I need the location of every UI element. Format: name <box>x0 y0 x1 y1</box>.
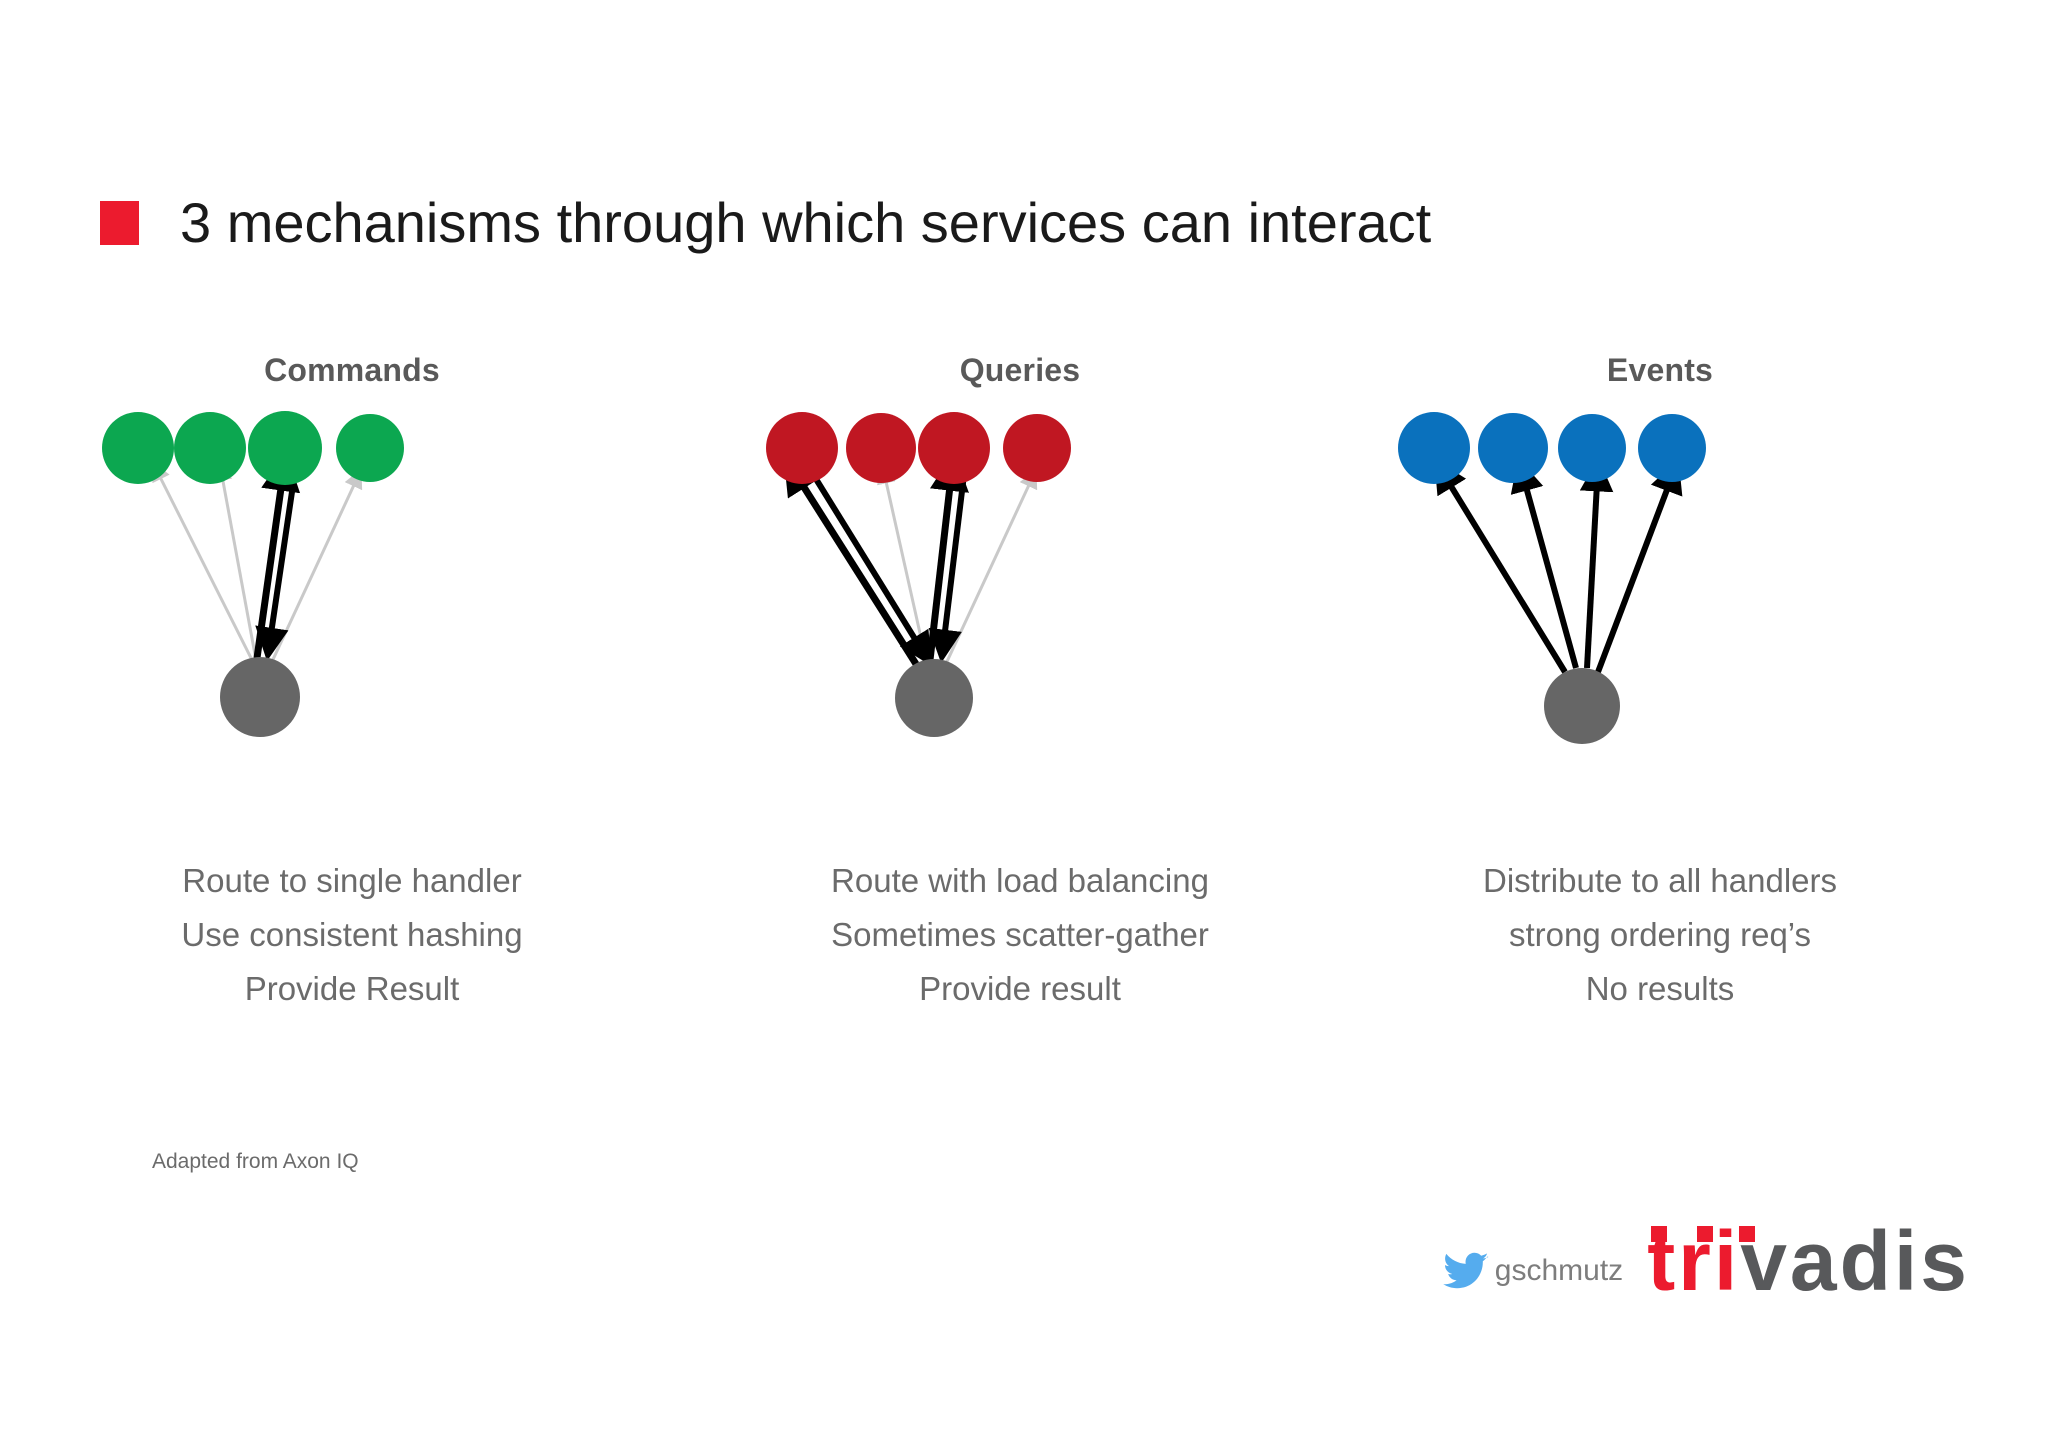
twitter-handle-group[interactable]: gschmutz <box>1442 1252 1624 1290</box>
node-circle <box>846 413 916 483</box>
column-header-events: Events <box>1606 352 1714 388</box>
desc-line: strong ordering req’s <box>1508 916 1812 953</box>
column-events: Events Distribute to all ha <box>1380 352 1940 1016</box>
node-circle <box>336 414 404 482</box>
desc-line: Route with load balancing <box>831 862 1209 899</box>
column-header-queries: Queries <box>959 352 1081 388</box>
desc-line: Provide Result <box>244 970 460 1007</box>
twitter-handle-text: gschmutz <box>1494 1254 1624 1287</box>
column-commands: Commands <box>72 352 632 1016</box>
logo-square-dot-icon <box>1651 1226 1668 1243</box>
title-bullet-square <box>100 201 139 245</box>
trivadis-logo: trivadis <box>1647 1219 1970 1303</box>
node-circle <box>174 412 246 484</box>
desc-line: Provide result <box>919 970 1121 1007</box>
page-title: 3 mechanisms through which services can … <box>180 191 1432 254</box>
node-circles-commands <box>102 411 404 485</box>
column-queries: Queries <box>740 352 1300 1016</box>
diagram-commands <box>72 410 632 830</box>
diagram-queries <box>740 410 1300 830</box>
desc-line: Distribute to all handlers <box>1482 862 1837 899</box>
logo-square-dot-icon <box>1697 1226 1714 1243</box>
slide-title-row: 3 mechanisms through which services can … <box>100 192 1431 254</box>
node-circles-queries <box>766 412 1071 484</box>
node-circle <box>766 412 838 484</box>
column-description-events: Distribute to all handlers strong orderi… <box>1380 854 1940 1016</box>
node-circle <box>248 411 322 485</box>
desc-line: Use consistent hashing <box>181 916 523 953</box>
hub-circle-queries <box>895 659 973 737</box>
bold-arrows-commands <box>253 451 301 662</box>
column-description-commands: Route to single handler Use consistent h… <box>72 854 632 1016</box>
node-circle <box>102 412 174 484</box>
bold-arrows-events <box>1434 457 1683 674</box>
bold-arrows-queries <box>783 451 969 667</box>
node-circles-events <box>1398 412 1706 484</box>
hub-circle-commands <box>220 657 300 737</box>
diagram-events <box>1380 410 1940 830</box>
node-circle <box>1558 414 1626 482</box>
node-circle <box>1478 413 1548 483</box>
node-circle <box>1638 414 1706 482</box>
attribution-note: Adapted from Axon IQ <box>152 1150 359 1173</box>
twitter-bird-icon <box>1442 1252 1489 1290</box>
footer-brand: gschmutz trivadis <box>1442 1219 1970 1303</box>
desc-line: Sometimes scatter-gather <box>831 916 1209 953</box>
node-circle <box>918 412 990 484</box>
desc-line: Route to single handler <box>182 862 522 899</box>
node-circle <box>1003 414 1071 482</box>
hub-circle-events <box>1544 668 1620 744</box>
desc-line: No results <box>1585 970 1735 1007</box>
column-header-commands: Commands <box>264 352 440 388</box>
logo-square-dot-icon <box>1739 1226 1756 1243</box>
column-description-queries: Route with load balancing Sometimes scat… <box>740 854 1300 1016</box>
node-circle <box>1398 412 1470 484</box>
logo-text-vadis: vadis <box>1740 1214 1970 1309</box>
